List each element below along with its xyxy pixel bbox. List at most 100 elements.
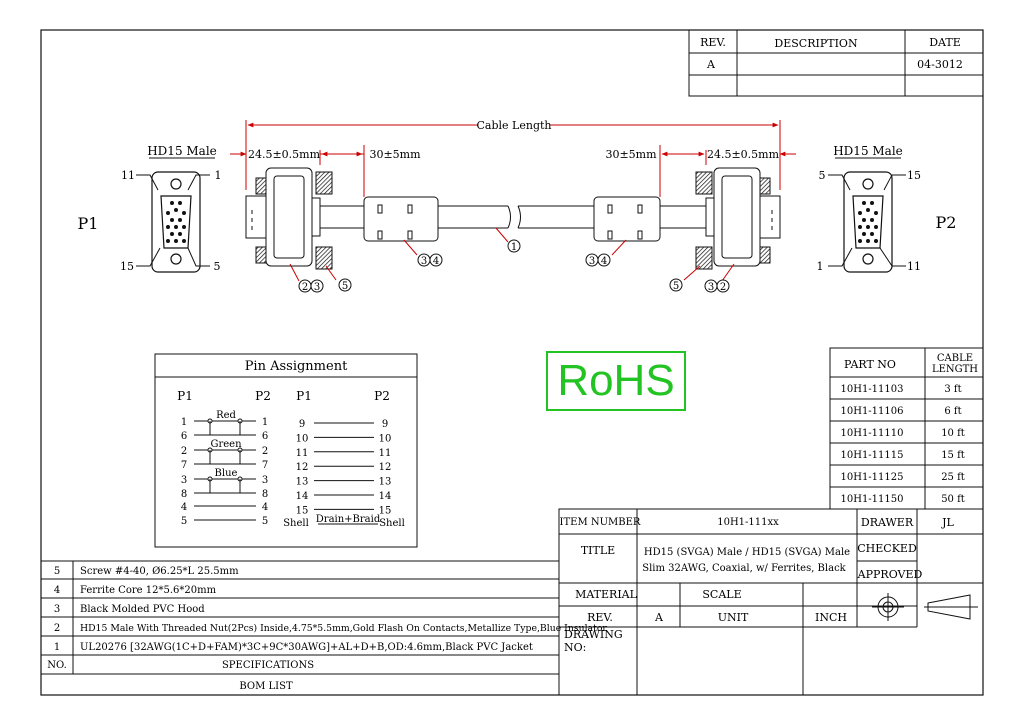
pin-p2: 9 (382, 419, 388, 430)
item-number: 10H1-111xx (717, 517, 779, 528)
part-number: 10H1-11125 (841, 472, 904, 483)
pin-p2: 4 (262, 502, 268, 513)
approved-label: APPROVED (857, 568, 923, 581)
dim-left-connector: 24.5±0.5mm (248, 148, 321, 161)
pin-right-p1-header: P1 (296, 389, 312, 403)
date-value: 04-3012 (917, 58, 963, 71)
callout-2-right: 2 (720, 282, 726, 293)
pin-p1: 15 (296, 505, 309, 516)
bom-item-spec: UL20276 [32AWG(1C+D+FAM)*3C+9C*30AWG]+AL… (80, 642, 533, 653)
cable-length: 10 ft (941, 428, 965, 439)
pin-p2: 12 (379, 462, 392, 473)
left-connector-side (245, 167, 333, 270)
drain-braid-label: Drain+Braid (316, 514, 381, 525)
cable (320, 205, 706, 229)
cable-length: 3 ft (944, 384, 961, 395)
pin-p2: 8 (262, 489, 268, 500)
drawing-no-label-2: NO: (564, 641, 586, 654)
right-pin-1: 1 (817, 260, 824, 273)
dim-right-ferrite: 30±5mm (605, 148, 657, 161)
bom-item-spec: Screw #4-40, Ø6.25*L 25.5mm (80, 566, 239, 577)
bom-item-no: 4 (54, 585, 60, 596)
pin-p2: 11 (379, 448, 392, 459)
parts-table-rows: 10H1-11103 3 ft 10H1-11106 6 ft 10H1-11110 10… (841, 384, 965, 505)
pin-p2: 7 (262, 460, 268, 471)
callout-3-right-ferrite: 3 (589, 256, 595, 267)
callout-3-left: 3 (314, 282, 320, 293)
parts-table-grid (829, 347, 984, 510)
left-pin-11: 11 (121, 169, 135, 182)
callout-2-left: 2 (302, 282, 308, 293)
bom-spec-header: SPECIFICATIONS (222, 660, 314, 671)
part-number: 10H1-11110 (841, 428, 904, 439)
pair-color-label: Green (210, 439, 242, 450)
pin-p1: 4 (181, 502, 187, 513)
pin-p1: 2 (181, 446, 187, 457)
drawing-no-label-1: DRAWING (564, 628, 623, 641)
callout-5-left: 5 (342, 281, 348, 292)
callout-4-left-ferrite: 4 (433, 256, 439, 267)
material-label: MATERIAL (575, 588, 638, 601)
pin-p2: 1 (262, 417, 268, 428)
right-pin-5: 5 (819, 169, 826, 182)
shell-right-label: Shell (379, 518, 405, 529)
pin-p2: 5 (262, 516, 268, 527)
pin-left-p1-header: P1 (177, 389, 193, 403)
pin-p2: 2 (262, 446, 268, 457)
bom-item-no: 3 (54, 604, 60, 615)
checked-label: CHECKED (857, 542, 917, 555)
right-pin-15: 15 (907, 169, 921, 182)
right-end-label: P2 (936, 213, 957, 232)
part-number: 10H1-11103 (841, 384, 904, 395)
unit-value: INCH (815, 611, 847, 624)
left-pin-1: 1 (215, 169, 222, 182)
cable-length: 50 ft (941, 494, 965, 505)
pin-p1: 5 (181, 516, 187, 527)
title-label: TITLE (581, 544, 615, 557)
left-ferrite (363, 196, 439, 242)
pin-p1: 7 (181, 460, 187, 471)
bom-grid (41, 560, 559, 675)
projection-symbol (872, 593, 978, 621)
revision-block (688, 29, 984, 97)
callout-3-right: 3 (708, 282, 714, 293)
pin-p2: 13 (379, 477, 392, 488)
pin-assignment-title: Pin Assignment (245, 359, 348, 374)
bom-no-header: NO. (47, 660, 67, 671)
pin-p1: 1 (181, 417, 187, 428)
item-number-label: ITEM NUMBER (560, 517, 641, 528)
pin-p2: 14 (379, 491, 392, 502)
title-line-2: Slim 32AWG, Coaxial, w/ Ferrites, Black (642, 563, 846, 574)
pin-p1: 10 (296, 433, 309, 444)
pin-p1: 11 (296, 448, 309, 459)
cable-length: 6 ft (944, 406, 961, 417)
cable-length: 25 ft (941, 472, 965, 483)
dim-left-ferrite: 30±5mm (369, 148, 421, 161)
rev-header: REV. (700, 36, 726, 49)
rohs-mark: RoHS (546, 351, 686, 411)
pair-color-label: Blue (215, 468, 238, 479)
rev-label: REV. (587, 611, 613, 624)
pin-assignment-box (154, 353, 418, 548)
rev-value: A (706, 58, 716, 71)
pin-p2: 6 (262, 431, 268, 442)
callout-1-cable: 1 (511, 242, 517, 253)
left-pin-5: 5 (214, 260, 221, 273)
callout-4-right-ferrite: 4 (601, 256, 607, 267)
callout-bubbles (298, 239, 730, 293)
parts-header-part: PART NO (844, 358, 896, 371)
right-connector-label: HD15 Male (833, 144, 903, 158)
part-number: 10H1-11106 (841, 406, 904, 417)
cable-length-label: Cable Length (477, 119, 552, 132)
date-header: DATE (929, 36, 961, 49)
pin-left-p2-header: P2 (255, 389, 271, 403)
pin-p1: 12 (296, 462, 309, 473)
left-connector-face (136, 171, 210, 273)
bom-item-no: 5 (54, 566, 60, 577)
unit-label: UNIT (718, 611, 749, 624)
